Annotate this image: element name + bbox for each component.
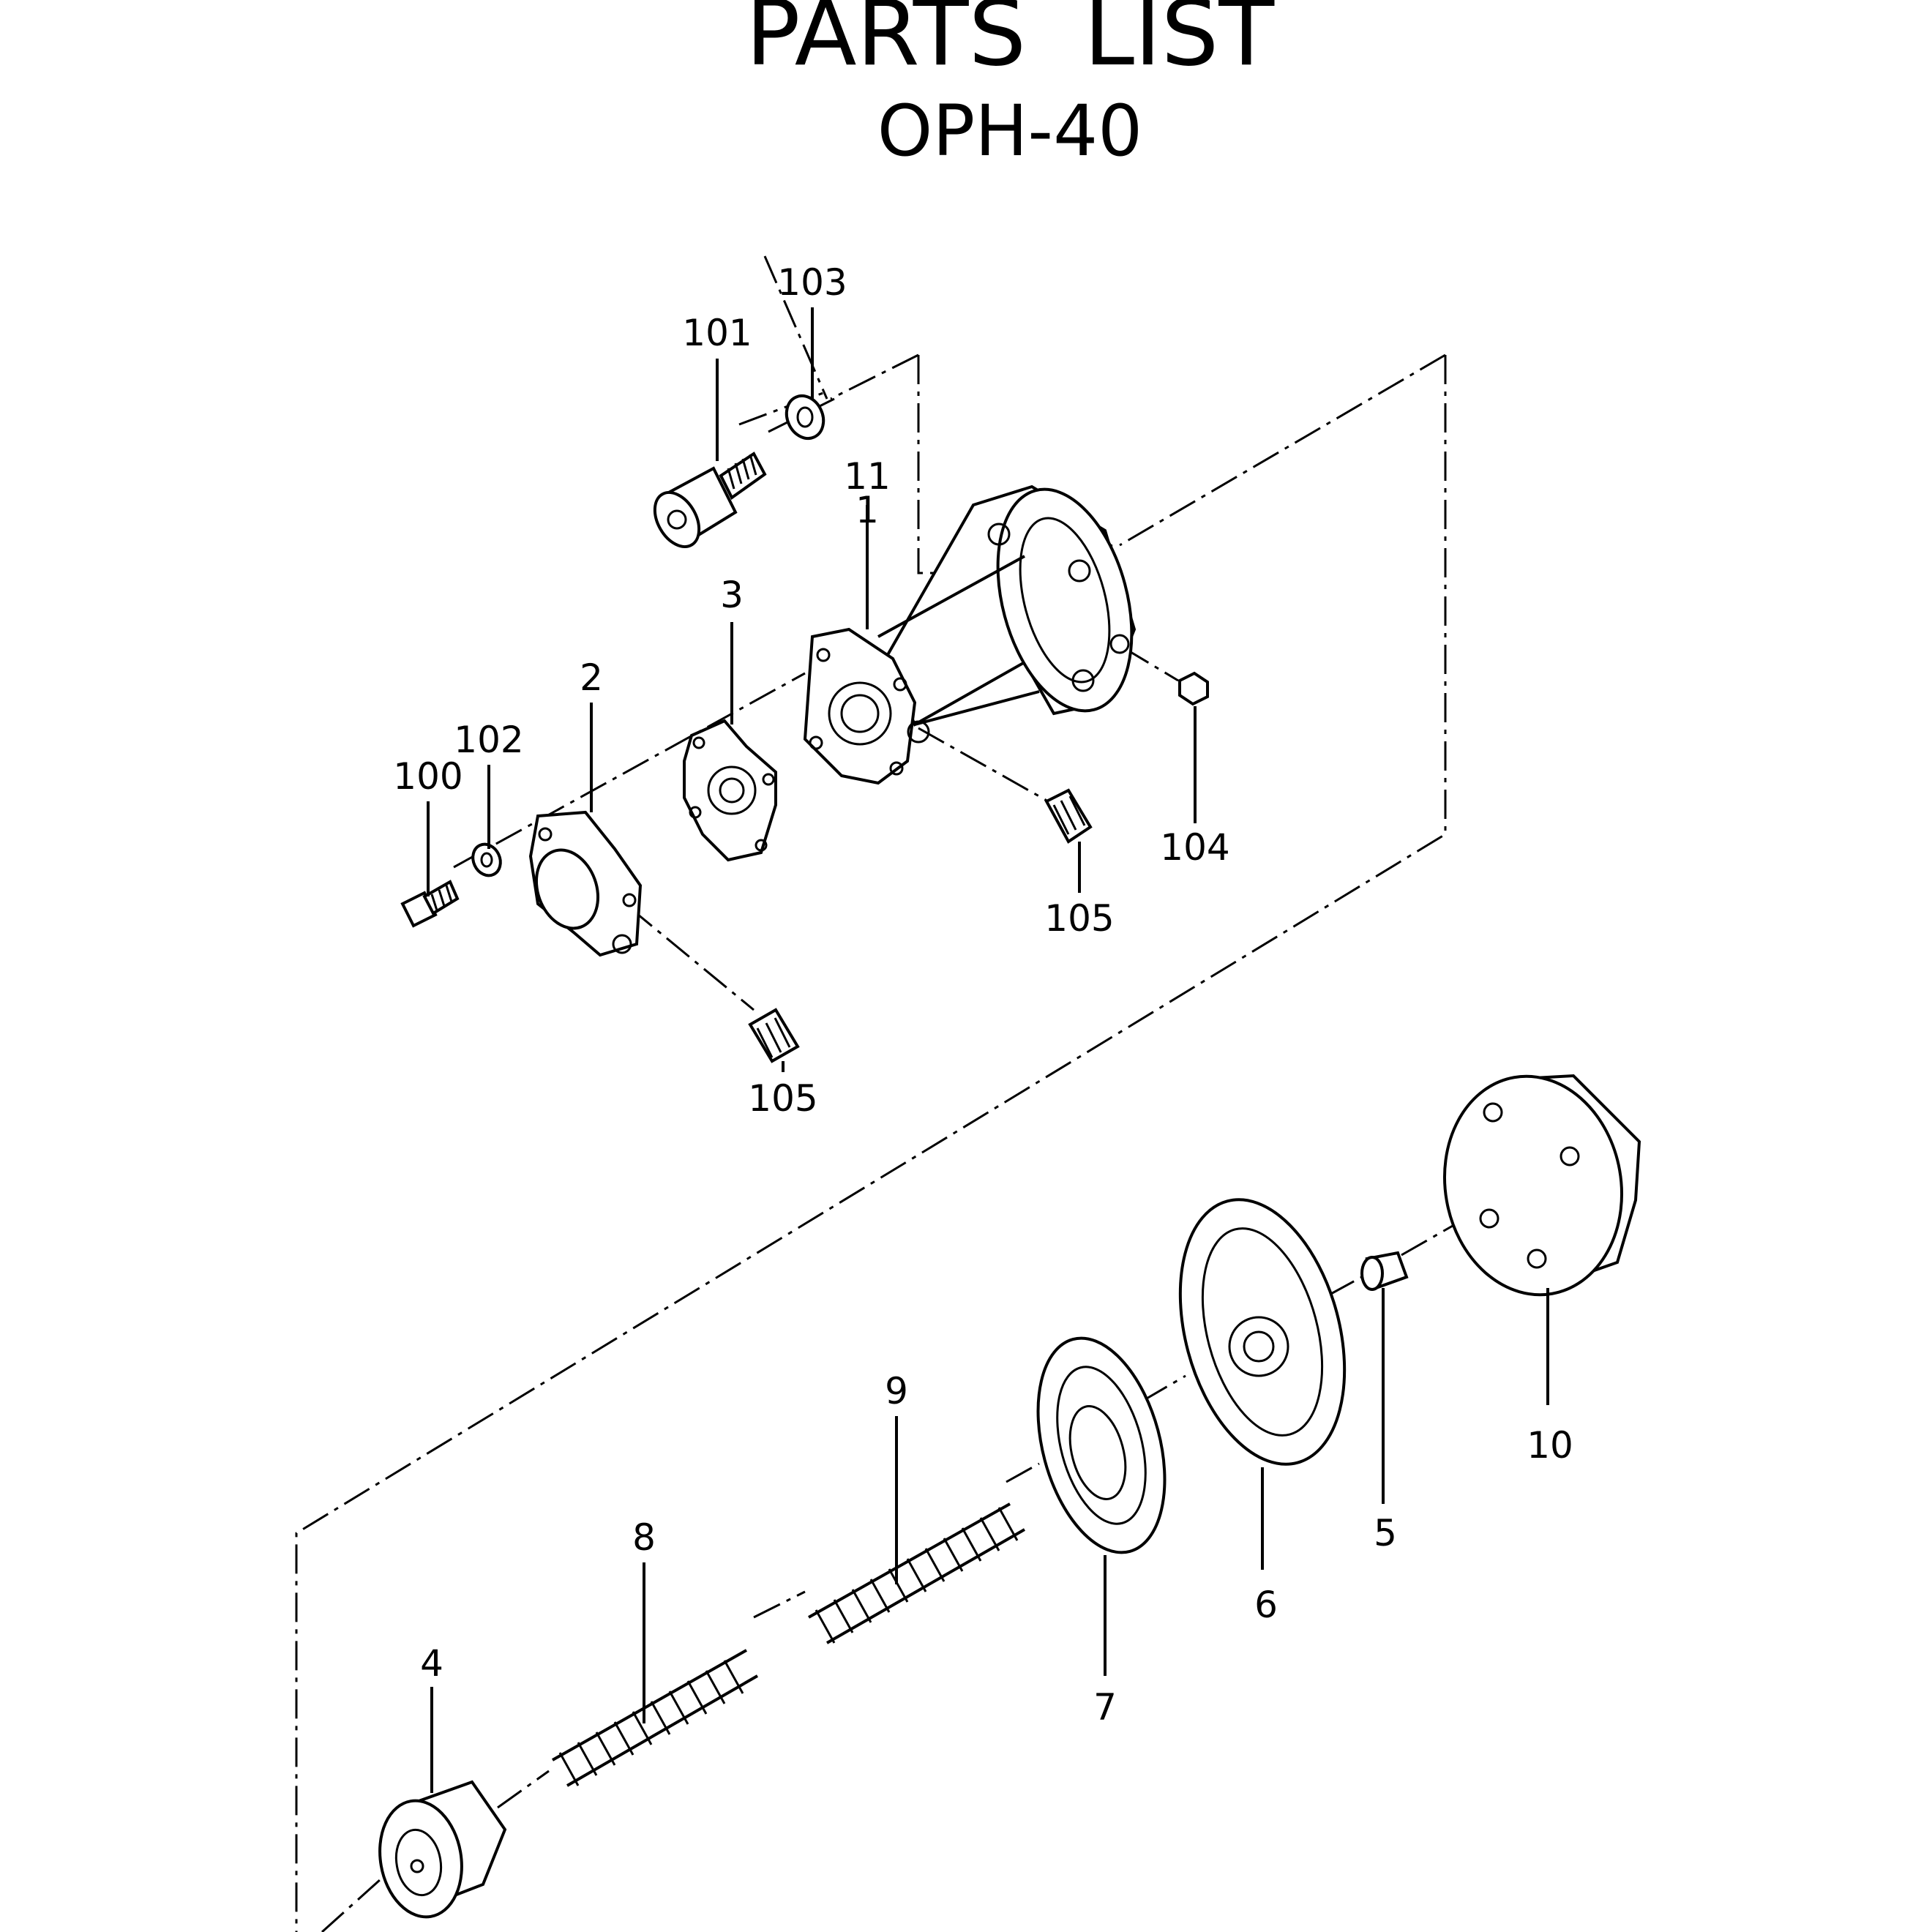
- callout-5: 5: [1374, 1512, 1397, 1554]
- lower-assembly-axis: [321, 1180, 1530, 1932]
- callout-102: 102: [454, 719, 523, 761]
- part-3-gear-plate: [683, 719, 777, 862]
- callout-3: 3: [720, 574, 744, 616]
- part-105-fitting-lower: [748, 1008, 800, 1063]
- model-number: OPH-40: [877, 90, 1142, 172]
- callout-4: 4: [420, 1642, 443, 1685]
- page-title: PARTS LIST: [746, 0, 1275, 86]
- callout-10: 10: [1527, 1424, 1573, 1467]
- callout-1: 1: [855, 489, 879, 531]
- part-5-bushing: [1360, 1251, 1409, 1291]
- part-7-cam-ring: [1036, 1336, 1167, 1554]
- part-105-fitting-upper: [1044, 788, 1093, 844]
- callout-100: 100: [393, 755, 463, 798]
- part-6-plate: [1178, 1198, 1347, 1466]
- part-10-back-cover: [1442, 1074, 1641, 1297]
- part-8-spring: [552, 1649, 758, 1787]
- part-101-cap-screw: [653, 452, 767, 548]
- part-100-screw: [400, 880, 460, 928]
- callout-6: 6: [1254, 1584, 1278, 1626]
- callout-7: 7: [1093, 1686, 1117, 1729]
- assembly-boundary-frame: [295, 353, 1447, 1932]
- callout-105-upper: 105: [1044, 897, 1114, 940]
- callout-105-lower: 105: [748, 1077, 817, 1120]
- callout-2: 2: [580, 656, 603, 699]
- callout-104: 104: [1160, 826, 1229, 869]
- part-2-end-cover: [528, 810, 643, 957]
- part-1-pump-body: [803, 484, 1137, 785]
- callout-101: 101: [682, 312, 752, 354]
- part-104-nut: [1178, 671, 1209, 706]
- callout-11: 11: [844, 455, 891, 498]
- callout-leaders: [427, 307, 1549, 1793]
- callout-103: 103: [777, 261, 847, 304]
- part-102-washer: [471, 842, 502, 877]
- callout-9: 9: [885, 1370, 908, 1412]
- part-9-spring: [808, 1502, 1025, 1644]
- part-4-piston: [378, 1780, 507, 1919]
- part-103-washer: [785, 394, 825, 441]
- callout-8: 8: [632, 1516, 656, 1559]
